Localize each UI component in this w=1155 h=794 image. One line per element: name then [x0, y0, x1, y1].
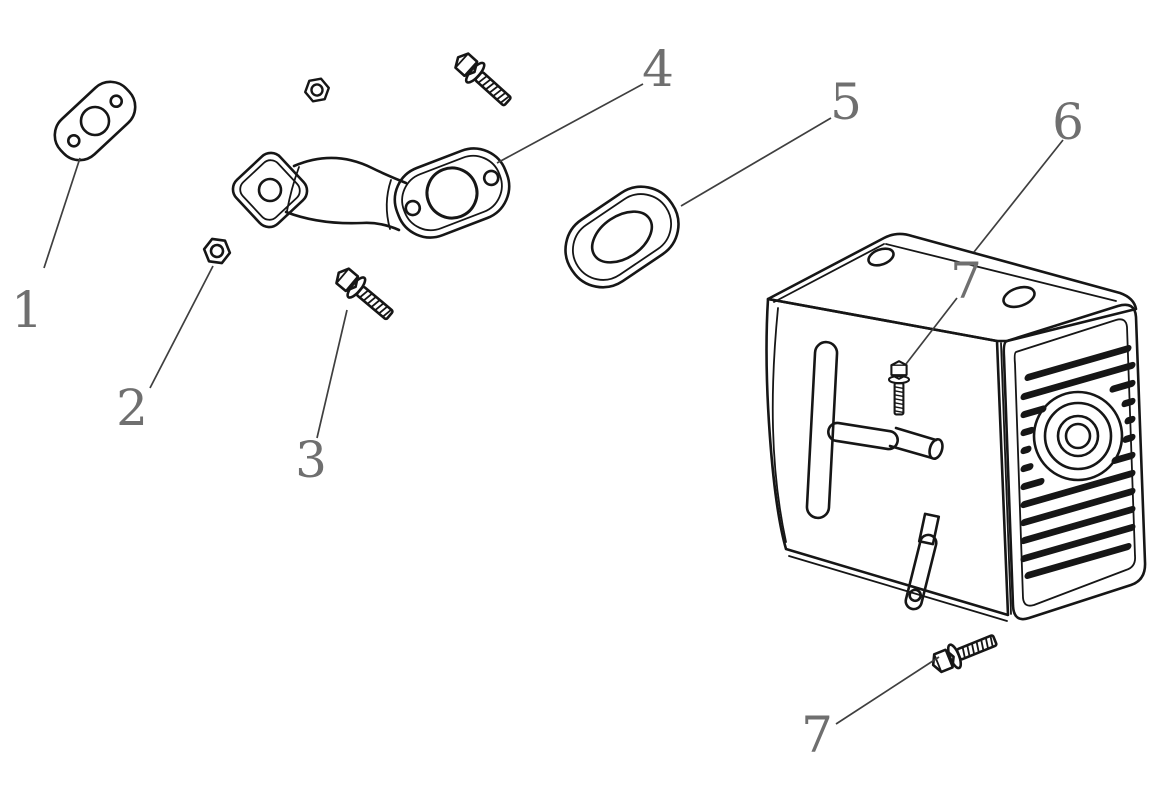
muffler-bolt-part: [927, 627, 1001, 678]
muffler-part: [765, 232, 1147, 622]
exhaust-pipe-inlet-flange: [231, 151, 309, 229]
flange-nut-upper: [302, 76, 332, 104]
callout-leader-3: [316, 309, 348, 439]
muffler-top-ridge-line: [885, 243, 1117, 302]
muffler-front-face-inner-border: [1013, 318, 1136, 607]
callout-label-5: 5: [830, 73, 862, 131]
callout-leader-7-upper: [905, 297, 958, 365]
muffler-side-face: [765, 297, 1010, 617]
callout-2: 2: [116, 265, 214, 437]
exhaust-gasket-part: [53, 80, 137, 162]
muffler-bottom-band: [788, 555, 1008, 622]
muffler-louvers: [1020, 345, 1136, 579]
callout-label-7-upper: 7: [950, 252, 982, 310]
flange-nut-part: [201, 236, 233, 266]
exhaust-pipe-tube: [284, 156, 408, 232]
muffler-screw-part: [887, 360, 911, 416]
callout-7-lower: 7: [801, 656, 940, 764]
muffler-outlet: [1032, 390, 1124, 482]
callout-label-2: 2: [116, 379, 148, 437]
exhaust-pipe-part: [231, 147, 511, 239]
exhaust-pipe-outlet-flange: [393, 147, 511, 239]
muffler-gasket-part: [564, 185, 680, 289]
muffler-emboss-bracket: [805, 340, 899, 520]
muffler-inlet-stub: [888, 426, 944, 461]
callout-leader-1: [43, 157, 81, 269]
callout-1: 1: [11, 157, 81, 339]
callout-4: 4: [496, 40, 674, 164]
callout-label-3: 3: [295, 431, 327, 489]
callout-label-6: 6: [1052, 93, 1084, 151]
callout-leader-4: [496, 83, 644, 164]
callout-leader-7-lower: [835, 656, 940, 725]
callout-leader-5: [680, 117, 832, 207]
callout-leader-6: [973, 139, 1064, 253]
callout-label-7-lower: 7: [801, 706, 833, 764]
flange-bolt-upper: [448, 46, 518, 113]
callout-5: 5: [680, 73, 862, 207]
callout-7-upper: 7: [905, 252, 982, 365]
callout-3: 3: [295, 309, 348, 489]
callout-leader-2: [149, 265, 214, 389]
muffler-top-hole-left: [867, 247, 895, 267]
flange-bolt-part: [329, 261, 400, 327]
callout-label-1: 1: [11, 281, 43, 339]
muffler-seam-line: [1000, 342, 1012, 615]
muffler-top-hole-right: [1002, 285, 1036, 309]
callout-label-4: 4: [642, 40, 674, 98]
muffler-front-face: [1002, 303, 1147, 621]
muffler-side-edge-contour: [771, 307, 787, 543]
muffler-mount-strap: [904, 512, 941, 611]
muffler-top-ridge-line-left: [773, 243, 885, 303]
muffler-top-face: [766, 232, 1138, 343]
callout-6: 6: [973, 93, 1084, 253]
